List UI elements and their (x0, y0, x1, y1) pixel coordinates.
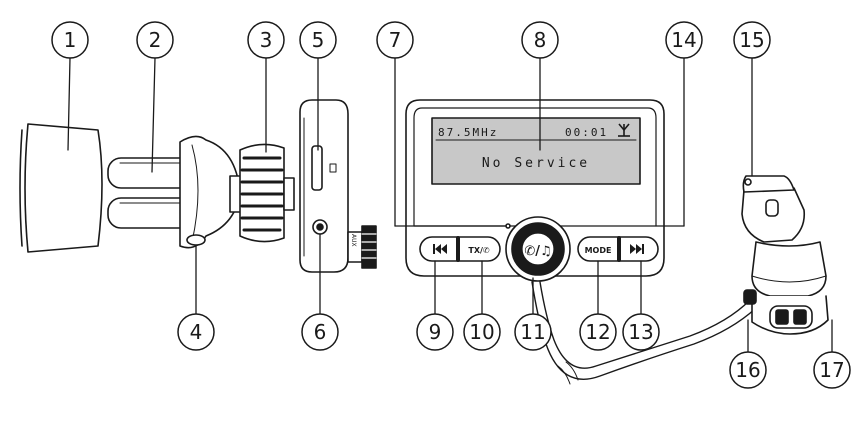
indicator-led (505, 223, 511, 229)
cable-plug (743, 289, 757, 305)
callout-11: 11 (520, 320, 545, 344)
lcd-frequency: 87.5MHz (438, 126, 498, 139)
mode-button[interactable]: MODE (585, 246, 612, 255)
callout-3: 3 (260, 28, 273, 52)
lcd-status: No Service (482, 156, 590, 171)
sd-card-slot (311, 145, 323, 191)
callout-5: 5 (312, 28, 325, 52)
multi-function-knob[interactable] (505, 216, 571, 282)
next-track-icon (630, 244, 644, 254)
transmitter-side-view (299, 99, 349, 273)
callout-4: 4 (190, 320, 203, 344)
callout-12: 12 (585, 320, 610, 344)
prev-track-icon (433, 244, 447, 254)
callout-2: 2 (149, 28, 162, 52)
leader-lines (67, 57, 833, 353)
lcd-time: 00:01 (565, 126, 608, 139)
callout-16: 16 (735, 358, 760, 382)
callout-7: 7 (389, 28, 402, 52)
button-bar (419, 236, 659, 262)
tx-button[interactable]: TX/✆ (468, 246, 490, 255)
callout-15: 15 (739, 28, 764, 52)
callout-13: 13 (628, 320, 653, 344)
callout-8: 8 (534, 28, 547, 52)
lcd-screen (431, 117, 641, 185)
signal-icon (618, 123, 630, 137)
callout-17: 17 (819, 358, 844, 382)
callout-9: 9 (429, 320, 442, 344)
callout-6: 6 (314, 320, 327, 344)
aux-label: AUX (350, 234, 357, 247)
transmitter-front-body (405, 99, 665, 277)
car-charger (741, 175, 829, 335)
usb-port-connector (347, 225, 377, 269)
callout-1: 1 (64, 28, 77, 52)
callout-10: 10 (469, 320, 494, 344)
call-music-icon: ✆/♫ (524, 244, 551, 259)
callout-circles (51, 21, 851, 389)
suction-cup-part (19, 123, 103, 253)
callout-numbers: 1 2 3 4 5 6 7 8 9 10 11 12 13 14 15 16 1… (64, 28, 845, 382)
ball-joint-mount (179, 135, 247, 249)
locking-nut (239, 143, 295, 243)
callout-14: 14 (671, 28, 696, 52)
